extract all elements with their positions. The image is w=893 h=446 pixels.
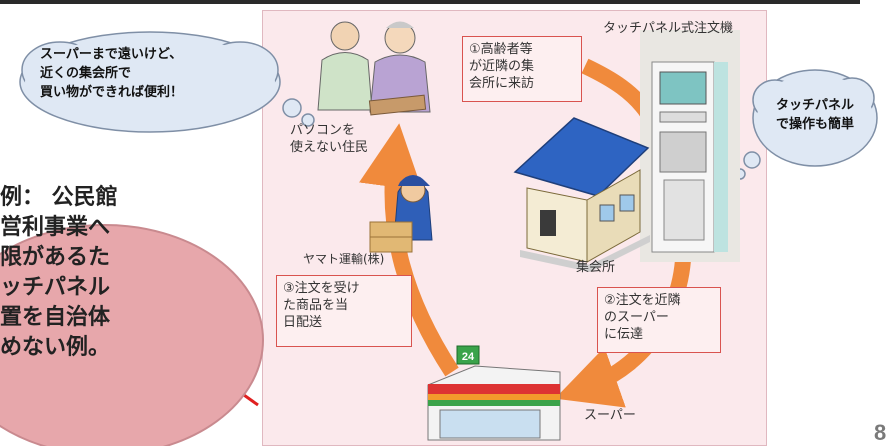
speech-bubble-left-text: 例： 公民館 営利事業へ 限があるた ッチパネル 置を自治体 めない例。 — [0, 185, 118, 360]
speech-bubble-left — [0, 224, 264, 446]
arrow-super-to-residents — [359, 123, 459, 377]
step-3-box: ③注文を受け た商品を当 日配送 — [276, 275, 412, 347]
label-kiosk: タッチパネル式注文機 — [603, 21, 734, 36]
meeting-hall-illustration — [513, 117, 650, 272]
label-hall: 集会所 — [576, 260, 616, 275]
label-residents: パソコンを 使えない住民 — [290, 123, 369, 155]
page-number: 8 — [874, 420, 887, 445]
thought-cloud-right — [734, 69, 878, 180]
delivery-person-illustration — [369, 175, 433, 253]
thought-cloud-left — [19, 31, 315, 133]
top-rule — [0, 0, 860, 4]
label-super: スーパー — [584, 408, 636, 423]
label-yamato: ヤマト運輸(株) — [303, 252, 385, 266]
elderly-residents-illustration — [317, 21, 431, 116]
supermarket-illustration: 24 — [427, 345, 561, 441]
kiosk-illustration — [640, 30, 740, 262]
thought-bubble-left-text: スーパーまで遠いけど、 近くの集会所で 買い物ができれば便利！ — [40, 47, 184, 100]
thought-bubble-right-text: タッチパネル で操作も簡単 — [775, 98, 854, 132]
step-2-box: ②注文を近隣 のスーパー に伝達 — [597, 287, 721, 353]
store-sign-text: 24 — [462, 351, 475, 363]
step-1-box: ①高齢者等 が近隣の集 会所に来訪 — [462, 36, 582, 102]
